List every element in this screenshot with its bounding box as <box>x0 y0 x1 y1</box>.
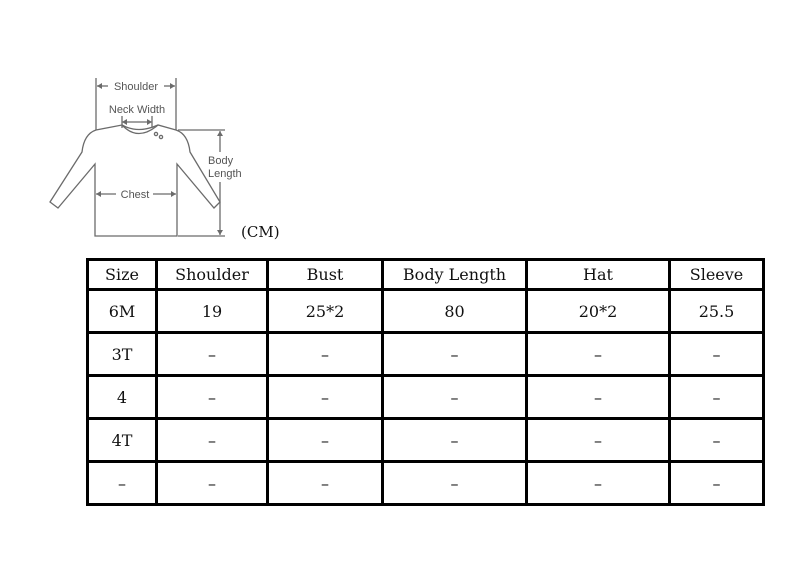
table-cell: 19 <box>155 288 269 334</box>
shirt-outline <box>49 124 221 237</box>
table-cell: – <box>266 417 384 463</box>
table-row: 4T – – – – – <box>86 417 765 463</box>
table-cell: – <box>266 460 384 506</box>
table-cell: – <box>525 417 671 463</box>
table-cell: 25.5 <box>668 288 765 334</box>
table-cell: 25*2 <box>266 288 384 334</box>
table-cell: – <box>668 374 765 420</box>
table-cell: – <box>155 460 269 506</box>
header-hat: Hat <box>525 258 671 291</box>
table-cell: – <box>381 374 528 420</box>
table-cell: – <box>525 374 671 420</box>
table-cell: 6M <box>86 288 158 334</box>
table-row: 6M 19 25*2 80 20*2 25.5 <box>86 288 765 334</box>
size-chart-table: Size Shoulder Bust Body Length Hat Sleev… <box>86 258 765 506</box>
table-cell: 4 <box>86 374 158 420</box>
label-shoulder: Shoulder <box>114 81 158 93</box>
label-chest: Chest <box>121 189 150 201</box>
table-cell: – <box>525 460 671 506</box>
header-bust: Bust <box>266 258 384 291</box>
button-1 <box>153 131 159 137</box>
table-cell: – <box>155 417 269 463</box>
header-sleeve: Sleeve <box>668 258 765 291</box>
table-row: 3T – – – – – <box>86 331 765 377</box>
table-cell: – <box>155 331 269 377</box>
garment-measurement-diagram: Shoulder Neck Width Body Length Chest <box>49 78 242 237</box>
neckline <box>121 124 159 135</box>
button-2 <box>158 134 164 140</box>
table-header-row: Size Shoulder Bust Body Length Hat Sleev… <box>86 258 765 291</box>
table-cell: 4T <box>86 417 158 463</box>
table-cell: – <box>381 460 528 506</box>
table-cell: – <box>266 331 384 377</box>
table-cell: 80 <box>381 288 528 334</box>
header-body-length: Body Length <box>381 258 528 291</box>
label-neck-width: Neck Width <box>109 104 165 116</box>
table-cell: – <box>668 460 765 506</box>
header-size: Size <box>86 258 158 291</box>
table-cell: – <box>525 331 671 377</box>
table-row: 4 – – – – – <box>86 374 765 420</box>
table-cell: – <box>668 331 765 377</box>
label-body-length-1: Body <box>208 155 234 167</box>
label-body-length-2: Length <box>208 168 242 180</box>
table-cell: – <box>668 417 765 463</box>
table-cell: – <box>381 417 528 463</box>
unit-label: (CM) <box>241 223 280 241</box>
table-cell: – <box>86 460 158 506</box>
table-cell: – <box>266 374 384 420</box>
table-row: – – – – – – <box>86 460 765 506</box>
table-cell: – <box>155 374 269 420</box>
table-cell: 20*2 <box>525 288 671 334</box>
table-cell: – <box>381 331 528 377</box>
table-cell: 3T <box>86 331 158 377</box>
header-shoulder: Shoulder <box>155 258 269 291</box>
